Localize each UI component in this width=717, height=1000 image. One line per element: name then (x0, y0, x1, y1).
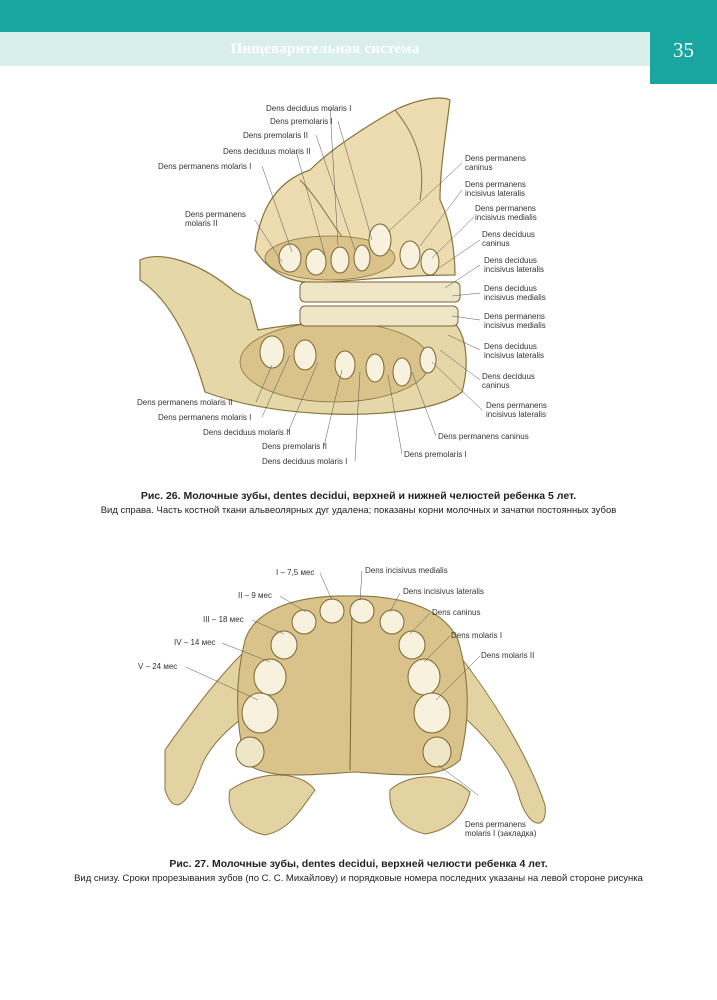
label-r6-line1: Dens deciduus (484, 284, 537, 293)
label-r1-line2: caninus (465, 163, 493, 172)
label-dens-premolaris-1: Dens premolaris I (270, 117, 333, 126)
label-r4-line2: caninus (482, 239, 510, 248)
label-r2-line1: Dens permanens (465, 180, 526, 189)
label-r5-line2: incisivus lateralis (484, 265, 545, 274)
label-dens-incisivus-medialis: Dens incisivus medialis (365, 566, 448, 575)
figure-27-leader-lines (185, 570, 481, 796)
label-r1-line1: Dens permanens (465, 154, 526, 163)
label-r3-line1: Dens permanens (475, 204, 536, 213)
label-r8-line2: incisivus lateralis (484, 351, 545, 360)
label-b-deciduus-molaris-1: Dens deciduus molaris I (262, 457, 348, 466)
label-r10-line2: incisivus lateralis (486, 410, 547, 419)
section-title: Пищеварительная система (230, 41, 420, 57)
label-r7-line1: Dens permanens (484, 312, 545, 321)
jaw-drawing (139, 97, 467, 415)
header-top-band (0, 0, 717, 32)
figure-27-caption-title: Рис. 27. Молочные зубы, dentes decidui, … (169, 858, 548, 870)
label-b-deciduus-molaris-2: Dens deciduus molaris II (203, 428, 291, 437)
label-b-permanens-molaris-2: Dens permanens molaris II (137, 398, 233, 407)
palate-drawing (164, 595, 546, 836)
label-dens-molaris-2: Dens molaris II (481, 651, 535, 660)
label-b-permanens-caninus: Dens permanens caninus (438, 432, 529, 441)
label-dens-molaris-1: Dens molaris I (451, 631, 503, 640)
label-dens-deciduus-molaris-1: Dens deciduus molaris I (266, 104, 352, 113)
header-title-band (0, 32, 650, 66)
label-eruption-3: III – 18 мес (203, 615, 244, 624)
label-eruption-4: IV – 14 мес (174, 638, 216, 647)
label-b-premolaris-1: Dens premolaris I (404, 450, 467, 459)
label-r5-line1: Dens deciduus (484, 256, 537, 265)
label-r4-line1: Dens deciduus (482, 230, 535, 239)
label-r7-line2: incisivus medialis (484, 321, 546, 330)
label-dens-incisivus-lateralis: Dens incisivus lateralis (403, 587, 484, 596)
label-permanens-molaris-line2: molaris I (закладка) (465, 829, 537, 838)
label-dens-deciduus-molaris-2: Dens deciduus molaris II (223, 147, 311, 156)
page-number-box (650, 32, 717, 84)
figure-27-caption-text: Вид снизу. Сроки прорезывания зубов (по … (74, 873, 643, 884)
label-b-premolaris-2: Dens premolaris II (262, 442, 327, 451)
label-r2-line2: incisivus lateralis (465, 189, 526, 198)
label-permanens-molaris-line1: Dens permanens (465, 820, 526, 829)
label-dens-caninus: Dens caninus (432, 608, 481, 617)
label-eruption-1: I – 7,5 мес (276, 568, 315, 577)
figure-26-caption-text: Вид справа. Часть костной ткани альвеоля… (100, 505, 617, 516)
label-r9-line1: Dens deciduus (482, 372, 535, 381)
label-dens-permanens-molaris-1: Dens permanens molaris I (158, 162, 252, 171)
figure-26-leader-lines (254, 107, 483, 462)
label-b-permanens-molaris-1: Dens permanens molaris I (158, 413, 252, 422)
label-dens-permanens-molaris-2-line1: Dens permanens (185, 210, 246, 219)
label-dens-premolaris-2: Dens premolaris II (243, 131, 308, 140)
figure-26-caption-title: Рис. 26. Молочные зубы, dentes decidui, … (140, 490, 577, 502)
label-dens-permanens-molaris-2-line2: molaris II (185, 219, 218, 228)
page-number: 35 (673, 38, 694, 62)
label-r3-line2: incisivus medialis (475, 213, 537, 222)
label-r10-line1: Dens permanens (486, 401, 547, 410)
label-r9-line2: caninus (482, 381, 510, 390)
label-eruption-5: V – 24 мес (138, 662, 178, 671)
label-r6-line2: incisivus medialis (484, 293, 546, 302)
label-eruption-2: II – 9 мес (238, 591, 272, 600)
label-r8-line1: Dens deciduus (484, 342, 537, 351)
